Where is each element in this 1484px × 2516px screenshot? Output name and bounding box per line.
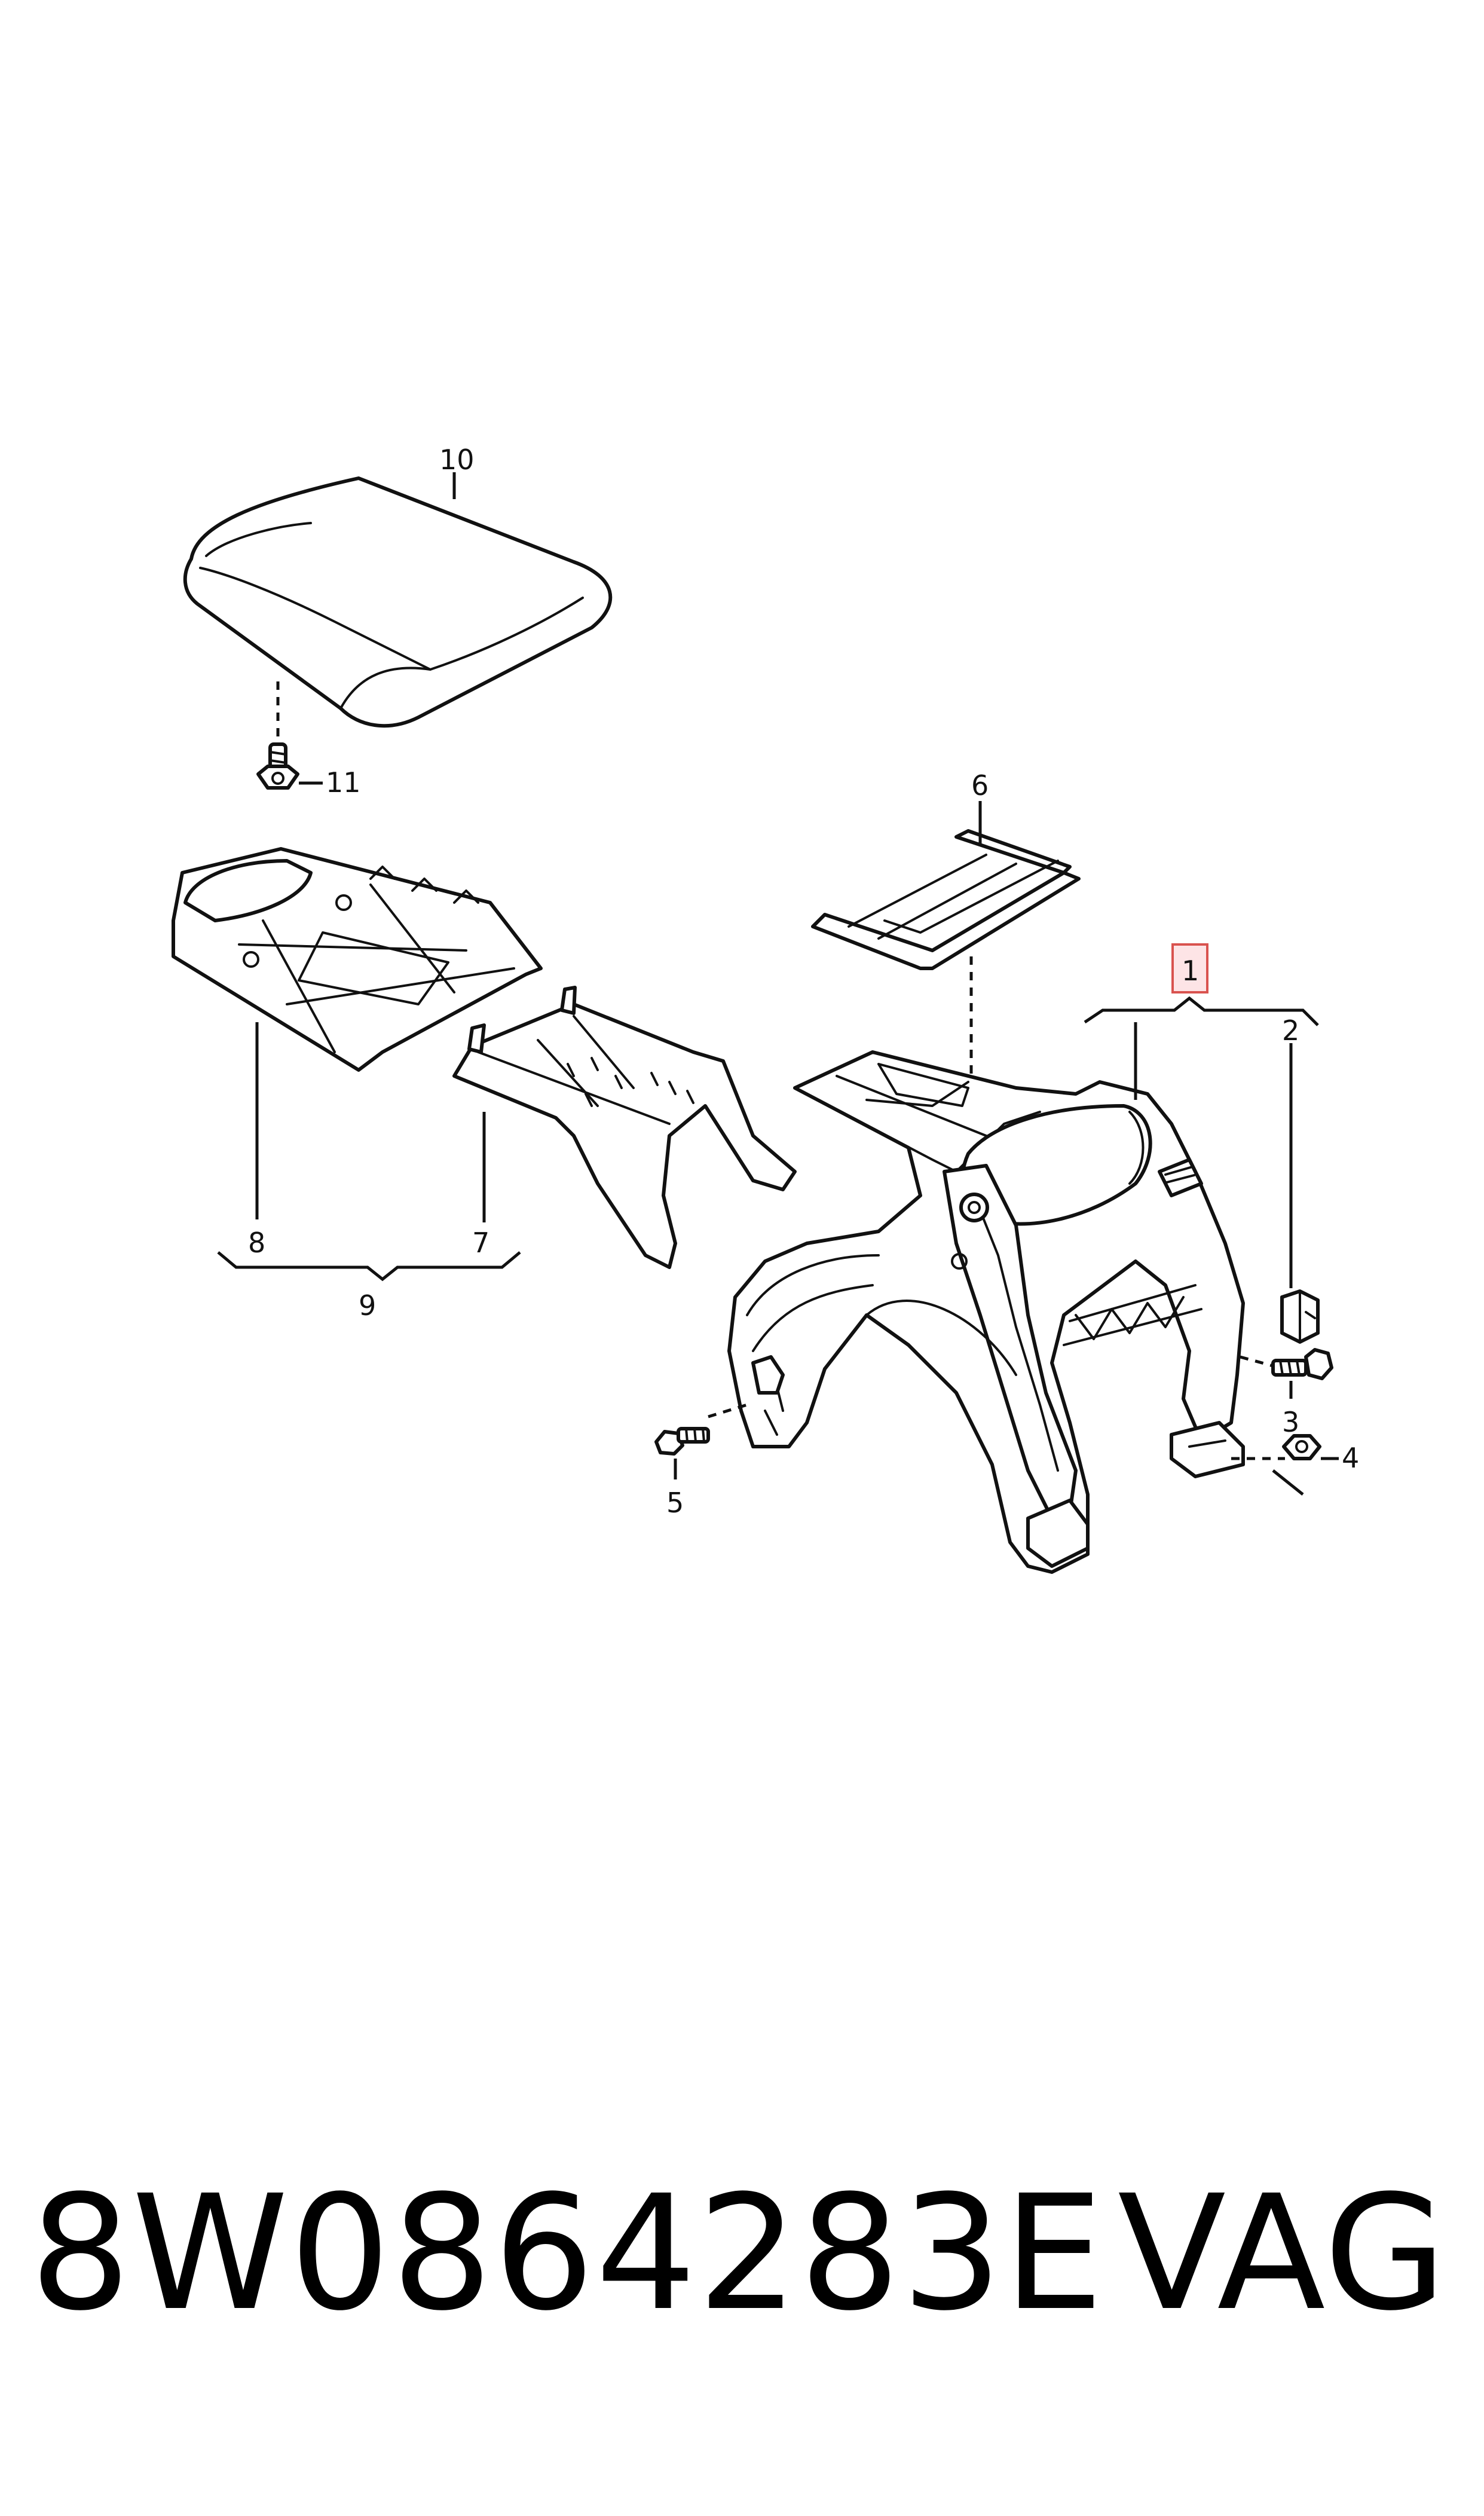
callout-6: 6 [971, 769, 989, 802]
callout-11: 11 [326, 766, 361, 799]
bracket-1 [1084, 996, 1319, 1026]
bolt-5 [654, 1427, 710, 1456]
callout-8: 8 [248, 1227, 265, 1259]
nut-4 [1282, 1434, 1321, 1460]
callout-3: 3 [1282, 1406, 1299, 1438]
callout-9: 9 [359, 1289, 376, 1322]
screw-11 [256, 742, 299, 790]
bracket-9 [217, 1251, 521, 1282]
assembly-line-3 [1240, 1355, 1274, 1368]
callout-1: 1 [1182, 955, 1199, 987]
lid-inner-tray [172, 847, 543, 1072]
armrest-support-frame [727, 1050, 1245, 1574]
callout-2: 2 [1282, 1014, 1299, 1047]
leader-4b [1272, 1469, 1304, 1496]
callout-7: 7 [472, 1227, 489, 1259]
assembly-line-5 [708, 1403, 748, 1419]
armrest-cushion [183, 476, 613, 728]
callout-5: 5 [666, 1487, 684, 1519]
bolt-3 [1271, 1348, 1333, 1380]
clip-2 [1280, 1289, 1320, 1344]
cover-plate [811, 829, 1081, 970]
callout-4: 4 [1342, 1442, 1359, 1474]
lid-frame [452, 986, 797, 1269]
callout-1-highlight [1171, 943, 1208, 993]
part-number: 8W0864283E [30, 2162, 1105, 2346]
callout-10: 10 [439, 444, 475, 476]
brand-name: VAG [1118, 2162, 1448, 2346]
